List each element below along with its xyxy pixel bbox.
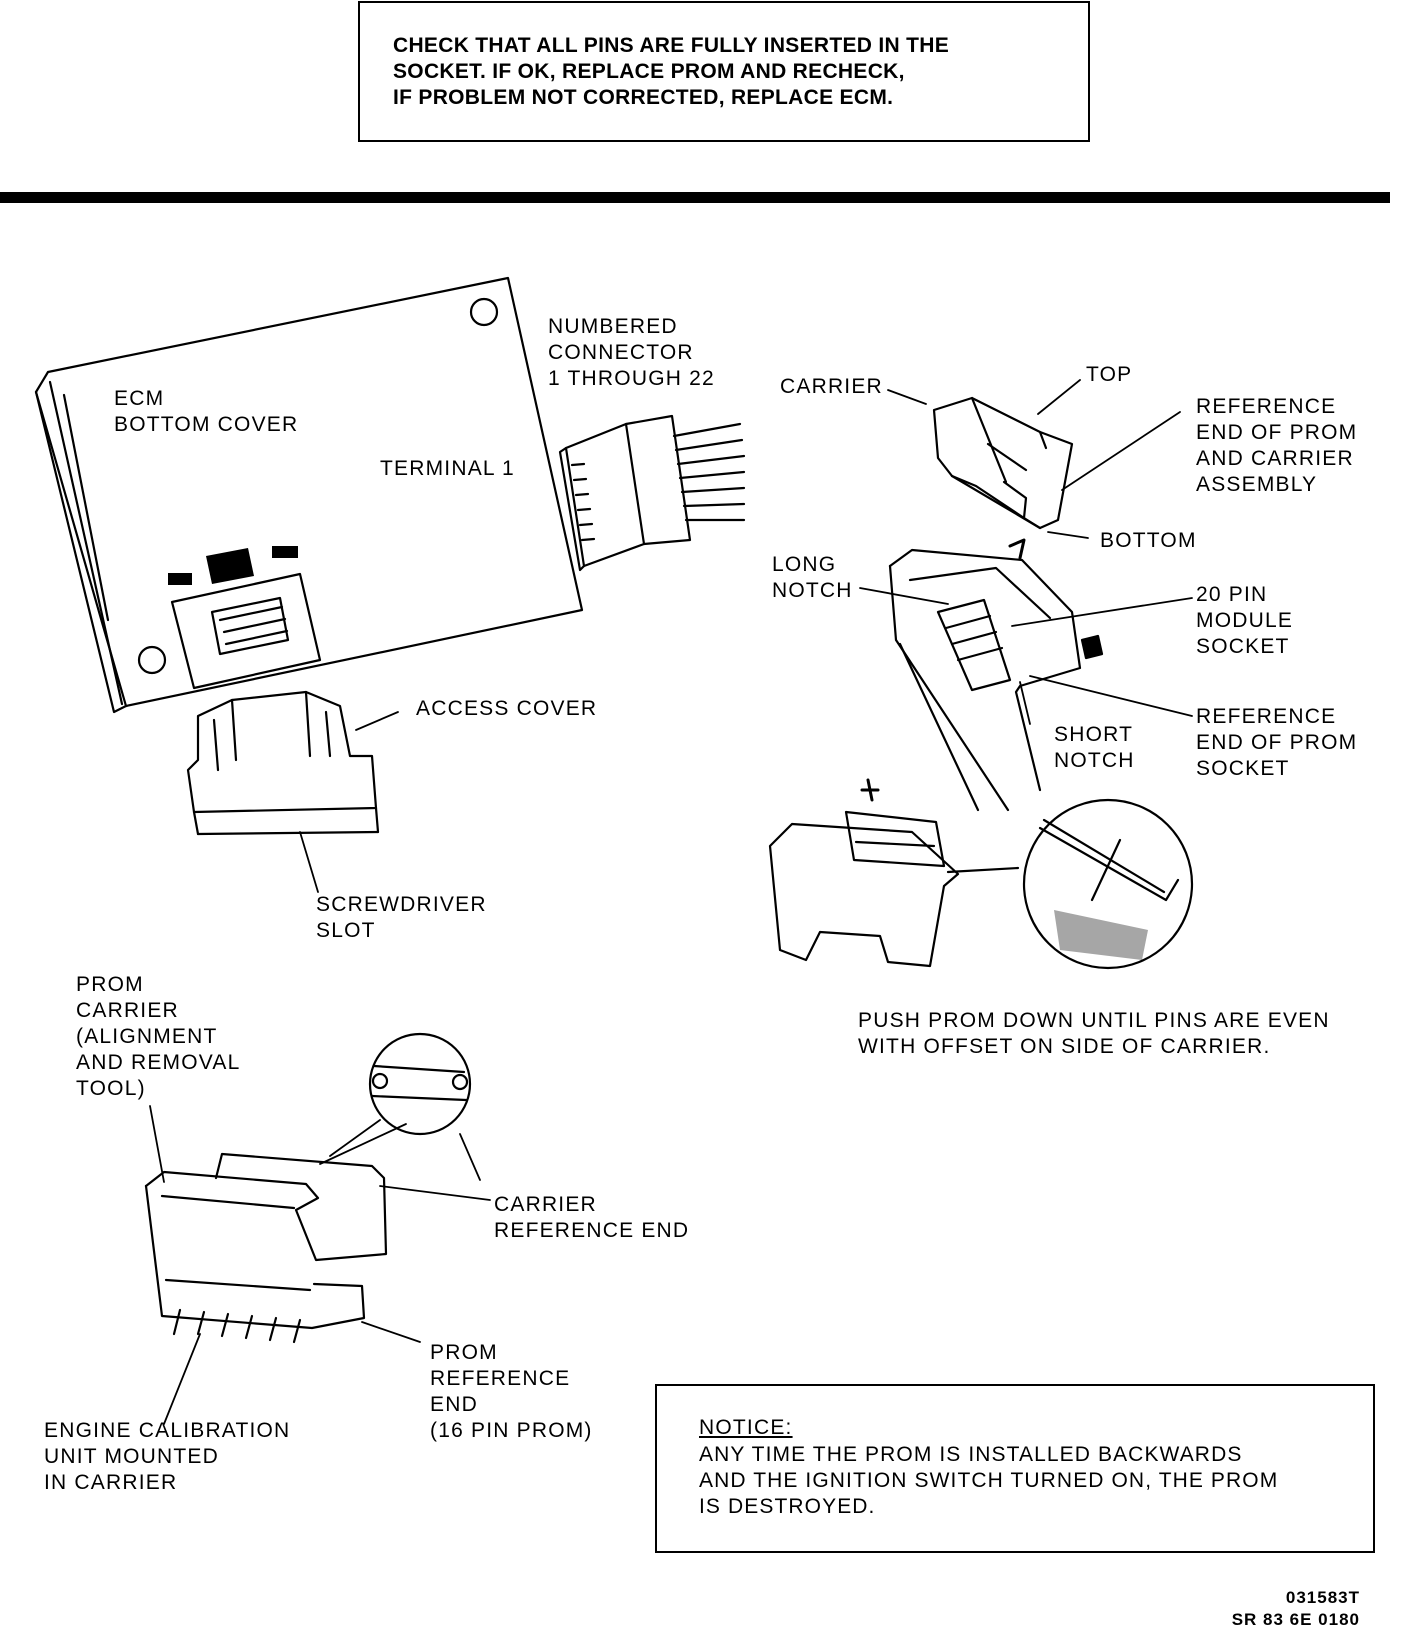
- leader-lines: [149, 379, 1193, 1425]
- label-bottom: BOTTOM: [1100, 529, 1197, 552]
- numbered-connector-drawing: [558, 414, 746, 572]
- label-carrier-reference-end: CARRIER REFERENCE END: [494, 1193, 690, 1242]
- figure-code-1: 031583T: [1285, 1588, 1360, 1607]
- label-short-notch: SHORT NOTCH: [1054, 723, 1135, 772]
- figure-code-2: SR 83 6E 0180: [1231, 1610, 1360, 1629]
- instruction-text: CHECK THAT ALL PINS ARE FULLY INSERTED I…: [393, 34, 950, 109]
- notice-body: ANY TIME THE PROM IS INSTALLED BACKWARDS…: [699, 1443, 1279, 1518]
- label-push-prom: PUSH PROM DOWN UNTIL PINS ARE EVEN WITH …: [858, 1009, 1330, 1058]
- label-screwdriver-slot: SCREWDRIVER SLOT: [316, 893, 487, 942]
- notice-box: NOTICE: ANY TIME THE PROM IS INSTALLED B…: [655, 1384, 1375, 1553]
- label-prom-reference-end: PROM REFERENCE END (16 PIN PROM): [430, 1341, 593, 1442]
- label-ecm-bottom-cover: ECM BOTTOM COVER: [114, 387, 299, 436]
- socket-drawing: [888, 538, 1104, 812]
- label-reference-end-prom-carrier: REFERENCE END OF PROM AND CARRIER ASSEMB…: [1196, 395, 1358, 496]
- notice-title: NOTICE:: [699, 1416, 793, 1439]
- label-numbered-connector: NUMBERED CONNECTOR 1 THROUGH 22: [548, 315, 715, 390]
- label-reference-end-prom-socket: REFERENCE END OF PROM SOCKET: [1196, 705, 1358, 780]
- prom-carrier-drawing: [144, 1032, 472, 1344]
- divider-rule: [0, 192, 1390, 203]
- ecm-cover-drawing: [34, 276, 584, 714]
- access-cover-drawing: [186, 690, 380, 836]
- label-long-notch: LONG NOTCH: [772, 553, 853, 602]
- label-prom-carrier-tool: PROM CARRIER (ALIGNMENT AND REMOVAL TOOL…: [76, 973, 241, 1100]
- label-terminal: TERMINAL 1: [380, 457, 515, 480]
- label-access-cover: ACCESS COVER: [416, 697, 598, 720]
- carrier-drawing: [932, 396, 1074, 530]
- label-engine-calibration-unit: ENGINE CALIBRATION UNIT MOUNTED IN CARRI…: [44, 1419, 291, 1494]
- label-20-pin-socket: 20 PIN MODULE SOCKET: [1196, 583, 1294, 658]
- label-carrier: CARRIER: [780, 375, 883, 398]
- instruction-box: CHECK THAT ALL PINS ARE FULLY INSERTED I…: [358, 1, 1090, 142]
- prom-push-drawing: [768, 778, 1194, 970]
- label-top: TOP: [1086, 363, 1133, 386]
